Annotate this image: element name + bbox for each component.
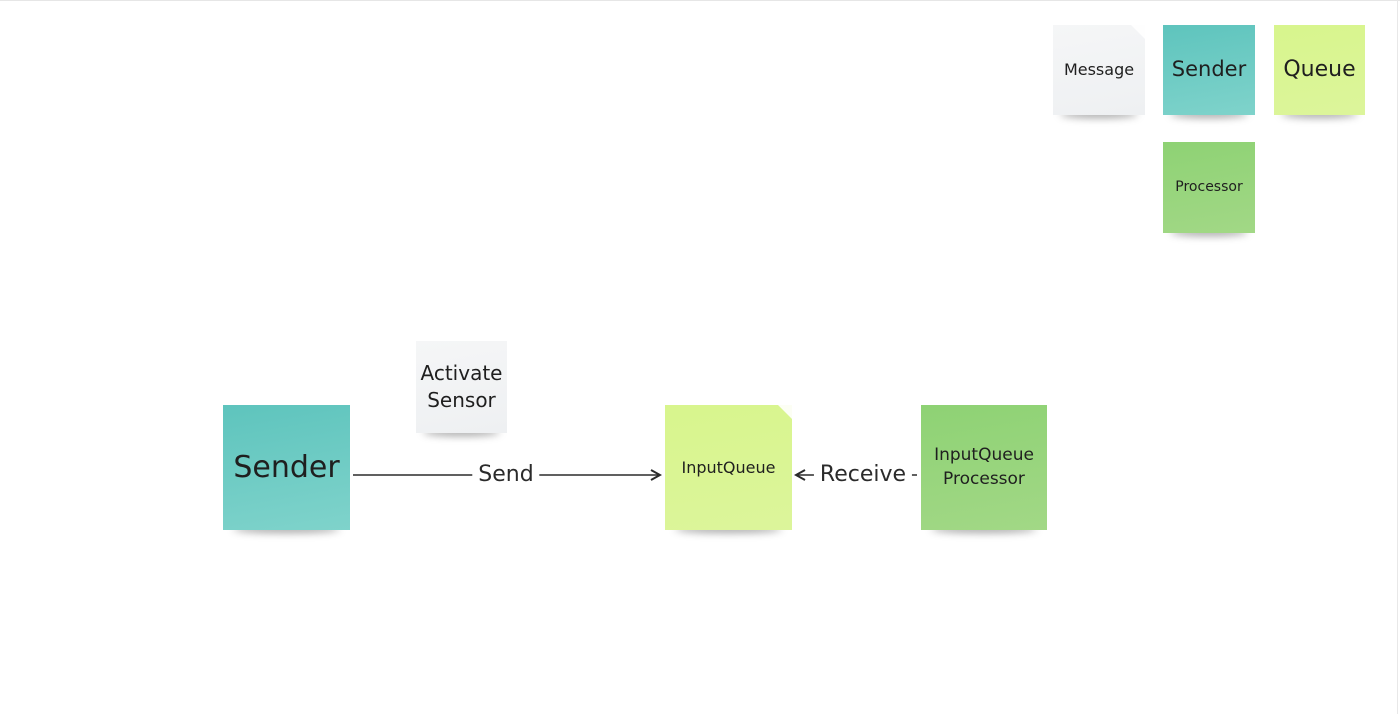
- sender-sticky[interactable]: Sender: [223, 405, 350, 530]
- sender-label: Sender: [233, 449, 340, 485]
- legend-sender-label: Sender: [1171, 57, 1247, 82]
- processor-sticky[interactable]: InputQueue Processor: [921, 405, 1047, 530]
- legend-message-sticky[interactable]: Message: [1053, 25, 1145, 115]
- legend-queue-label: Queue: [1283, 56, 1356, 82]
- canvas-top-border: [0, 0, 1400, 1]
- legend-processor-sticky[interactable]: Processor: [1163, 142, 1255, 233]
- message-label: Activate Sensor: [420, 361, 503, 412]
- receive-label[interactable]: Receive: [813, 464, 913, 486]
- message-sticky[interactable]: Activate Sensor: [416, 341, 507, 433]
- queue-sticky[interactable]: InputQueue: [665, 405, 792, 530]
- send-label[interactable]: Send: [472, 464, 540, 486]
- canvas-right-border: [1397, 0, 1398, 714]
- legend-sender-sticky[interactable]: Sender: [1163, 25, 1255, 115]
- queue-label: InputQueue: [681, 457, 776, 477]
- legend-message-label: Message: [1063, 60, 1135, 80]
- legend-processor-label: Processor: [1175, 179, 1243, 196]
- sticky-fold: [1131, 25, 1145, 39]
- sticky-fold: [778, 405, 792, 419]
- legend-queue-sticky[interactable]: Queue: [1274, 25, 1365, 115]
- processor-label: InputQueue Processor: [934, 444, 1034, 489]
